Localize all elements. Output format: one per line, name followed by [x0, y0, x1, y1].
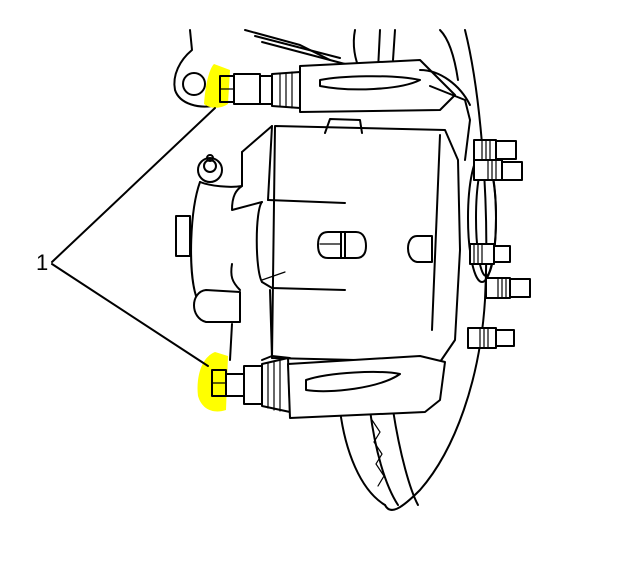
caliper-body [255, 118, 461, 363]
wheel-studs [467, 139, 531, 349]
knuckle-bracket [173, 29, 396, 108]
caliper-window [317, 231, 367, 259]
leader-line-lower [51, 263, 209, 367]
callout-label-1: 1 [36, 250, 49, 275]
wheel-stud [485, 277, 531, 299]
wheel-stud [473, 159, 523, 181]
bleeder-screw[interactable] [197, 154, 223, 183]
wheel-stud [469, 243, 511, 265]
upper-caliper-bolt[interactable] [204, 64, 235, 108]
wheel-stud [467, 327, 515, 349]
wheel-stud [473, 139, 517, 161]
leader-line-upper [51, 107, 216, 263]
lower-caliper-bolt[interactable] [197, 352, 228, 412]
callout-leaders [51, 107, 216, 367]
upper-bolt-highlight [204, 64, 230, 108]
housing-tab [175, 215, 191, 257]
lower-guide-pin [225, 355, 446, 419]
upper-guide-pin [233, 59, 456, 113]
caliper-housing-left [175, 125, 273, 361]
caliper-housing-upper [419, 69, 471, 161]
